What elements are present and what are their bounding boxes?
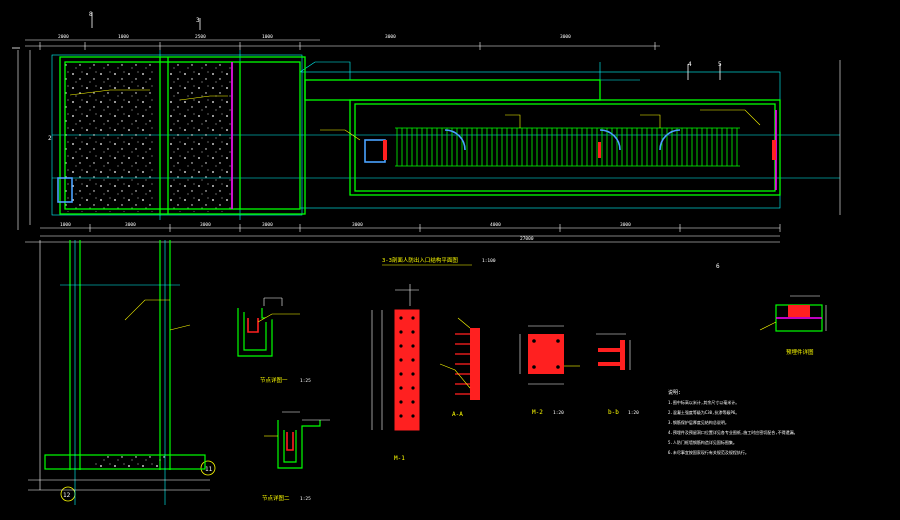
bottom-dim-4: 3000 [262,222,273,228]
bottom-dim-3: 3000 [200,222,211,228]
bottom-dim-2: 3000 [125,222,136,228]
concrete-hatch-left [65,62,155,212]
structure-plan: 8 3 2 4 5 6 11 12 2000 1000 2500 1000 30… [12,11,841,502]
detail-2-title: 节点详图二 [262,494,290,502]
detail-m1: M-1 [371,284,420,462]
bb-title: b-b [608,409,619,416]
notes-block: 说明: 1.图中标高以米计,其余尺寸以毫米计。 2.混凝土强度等级为C30,抗渗… [668,389,798,455]
embed-title: 预埋件详图 [786,348,814,356]
aa-title: A-A [452,411,463,418]
stair-grating [395,128,740,166]
top-dim-5: 3000 [385,34,396,40]
note-line-3: 3.钢筋保护层厚度见结构总说明。 [668,419,729,425]
axis-label-top-right-a: 4 [688,61,692,68]
axis-label-top-mid: 3 [196,17,200,24]
top-dim-3: 2500 [195,34,206,40]
detail-1-title: 节点详图一 [260,376,288,384]
axis-label-top-left: 8 [89,11,93,18]
detail-1: 节点详图一 1:25 [237,297,311,384]
section-aa: A-A [439,317,480,418]
note-line-5: 5.人防门框墙钢筋构造详见国标图集。 [668,439,737,445]
bottom-dim-6: 4000 [490,222,501,228]
detail-m2: M-2 1:20 [519,325,580,416]
detail-2: 节点详图二 1:25 [262,411,330,502]
top-dim-6: 3000 [560,34,571,40]
section-bb: b-b 1:20 [596,333,639,416]
note-line-2: 2.混凝土强度等级为C30,抗渗等级P6。 [668,409,739,415]
detail-embed: 预埋件详图 [759,295,827,356]
bottom-dim-5: 3000 [352,222,363,228]
m2-scale: 1:20 [553,410,564,416]
axis-bubble-bottom-left: 12 [63,492,71,499]
top-dim-1: 2000 [58,34,69,40]
axis-bubble-bottom-right: 11 [205,466,213,473]
top-dim-4: 1000 [262,34,273,40]
notes-heading: 说明: [668,389,681,396]
axis-label-top-right-b: 5 [718,61,722,68]
m1-title: M-1 [394,455,405,462]
m2-title: M-2 [532,409,543,416]
top-dim-2: 1000 [118,34,129,40]
note-line-1: 1.图中标高以米计,其余尺寸以毫米计。 [668,399,739,405]
plan-title: 3-3剖面人防出入口结构平面图 [382,256,458,264]
detail-1-scale: 1:25 [300,378,311,384]
bb-scale: 1:20 [628,410,639,416]
note-line-6: 6.未尽事宜按国家现行有关规范及规程执行。 [668,449,749,455]
section-elevation [28,240,210,505]
note-line-4: 4.预埋件及预留洞口位置详见各专业图纸,施工时应密切配合,不得遗漏。 [668,429,798,435]
total-dim: 27000 [520,236,534,242]
detail-2-scale: 1:25 [300,496,311,502]
axis-label-bottom-right: 6 [716,263,720,270]
plan-scale: 1:100 [482,258,496,264]
bottom-dim-7: 3000 [620,222,631,228]
concrete-hatch-mid [170,62,232,212]
bottom-dim-1: 1000 [60,222,71,228]
axis-label-left: 2 [48,135,52,142]
